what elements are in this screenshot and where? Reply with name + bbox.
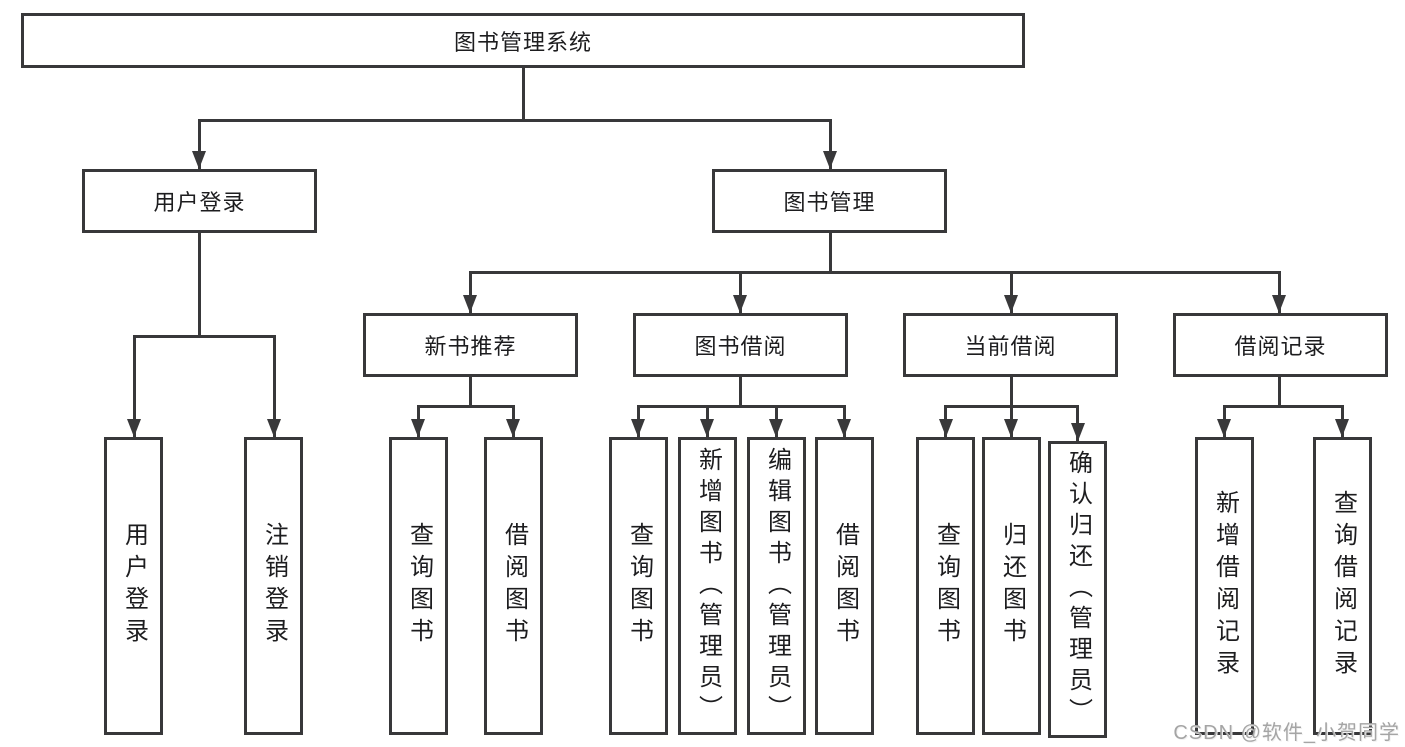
node-root-library-system: 图书管理系统 <box>21 13 1025 68</box>
leaf-add-borrow-record: 新增借阅记录 <box>1195 437 1254 735</box>
leaf-confirm-return-admin: 确认归还（管理员） <box>1048 441 1107 738</box>
leaf-recommend-query-books: 查询图书 <box>389 437 448 735</box>
edge-arrow-down-icon <box>1009 271 1013 313</box>
edge-line <box>197 118 832 122</box>
edge-line <box>1222 404 1344 408</box>
leaf-user-login: 用户登录 <box>104 437 163 735</box>
edge-line <box>636 404 846 408</box>
edge-arrow-down-icon <box>1340 405 1344 437</box>
edge-arrow-down-icon <box>738 271 742 313</box>
edge-line <box>416 404 515 408</box>
edge-line <box>738 377 742 407</box>
edge-arrow-down-icon <box>1076 405 1079 441</box>
edge-line <box>132 334 276 338</box>
leaf-current-query-books: 查询图书 <box>916 437 975 735</box>
edge-arrow-down-icon <box>705 405 709 437</box>
edge-arrow-down-icon <box>636 405 640 437</box>
edge-arrow-down-icon <box>416 405 420 437</box>
edge-line <box>1009 377 1013 407</box>
node-borrow-records: 借阅记录 <box>1173 313 1388 377</box>
leaf-return-book: 归还图书 <box>982 437 1041 735</box>
edge-arrow-down-icon <box>197 119 201 169</box>
edge-arrow-down-icon <box>944 405 947 437</box>
edge-line <box>1277 377 1281 407</box>
leaf-edit-book-admin: 编辑图书（管理员） <box>747 437 806 735</box>
node-current-borrow: 当前借阅 <box>903 313 1118 377</box>
watermark: CSDN @软件_小贺同学 <box>1173 722 1400 744</box>
node-book-management: 图书管理 <box>712 169 947 233</box>
edge-arrow-down-icon <box>774 405 778 437</box>
node-new-book-recommend: 新书推荐 <box>363 313 578 377</box>
node-book-borrow: 图书借阅 <box>633 313 848 377</box>
leaf-recommend-borrow-books: 借阅图书 <box>484 437 543 735</box>
edge-arrow-down-icon <box>511 405 515 437</box>
leaf-borrow-query-books: 查询图书 <box>609 437 668 735</box>
edge-line <box>521 68 525 121</box>
leaf-add-book-admin: 新增图书（管理员） <box>678 437 737 735</box>
edge-arrow-down-icon <box>842 405 846 437</box>
leaf-borrow-books: 借阅图书 <box>815 437 874 735</box>
edge-line <box>468 270 1281 274</box>
edge-arrow-down-icon <box>468 271 472 313</box>
leaf-logout: 注销登录 <box>244 437 303 735</box>
edge-arrow-down-icon <box>272 335 276 437</box>
node-user-login: 用户登录 <box>82 169 317 233</box>
edge-line <box>828 233 832 273</box>
edge-line <box>468 377 472 407</box>
edge-arrow-down-icon <box>828 119 832 169</box>
edge-arrow-down-icon <box>1222 405 1226 437</box>
edge-arrow-down-icon <box>1277 271 1281 313</box>
leaf-query-borrow-record: 查询借阅记录 <box>1313 437 1372 735</box>
edge-line <box>197 233 201 337</box>
edge-arrow-down-icon <box>132 335 136 437</box>
edge-arrow-down-icon <box>1009 405 1013 437</box>
